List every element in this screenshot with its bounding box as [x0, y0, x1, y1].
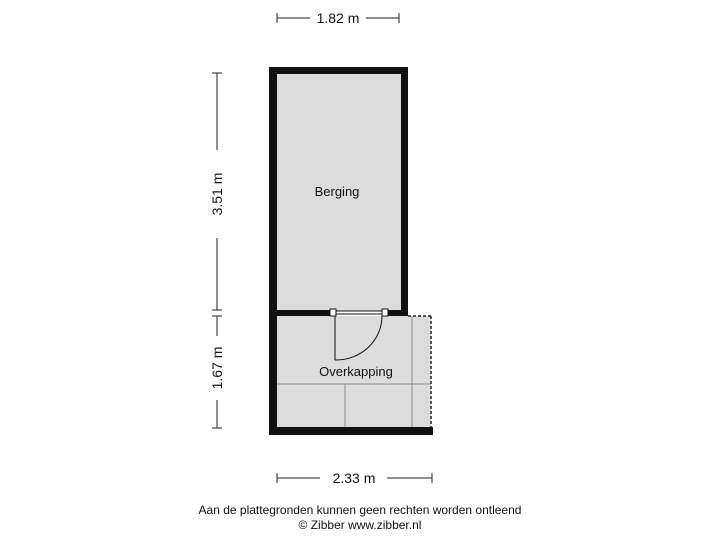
- canopy-grid: [275, 316, 431, 427]
- left-upper-dimension: 3.51 m: [209, 72, 225, 311]
- bottom-dimension: 2.33 m: [276, 470, 433, 486]
- top-dimension-label: 1.82 m: [317, 10, 360, 26]
- left-lower-dimension: 1.67 m: [209, 315, 225, 429]
- left-upper-dimension-label: 3.51 m: [209, 173, 225, 216]
- credit-text: © Zibber www.zibber.nl: [298, 518, 422, 532]
- storage-floor: [275, 73, 403, 311]
- top-dimension: 1.82 m: [276, 10, 400, 26]
- disclaimer-text: Aan de plattegronden kunnen geen rechten…: [198, 503, 522, 517]
- room-label-storage: Berging: [315, 184, 360, 199]
- room-label-canopy: Overkapping: [319, 364, 393, 379]
- door: [329, 308, 389, 361]
- walls: [269, 67, 433, 435]
- left-lower-dimension-label: 1.67 m: [209, 347, 225, 390]
- canopy-floor: [275, 316, 431, 427]
- canopy-open-edge: [408, 315, 432, 427]
- bottom-dimension-label: 2.33 m: [333, 470, 376, 486]
